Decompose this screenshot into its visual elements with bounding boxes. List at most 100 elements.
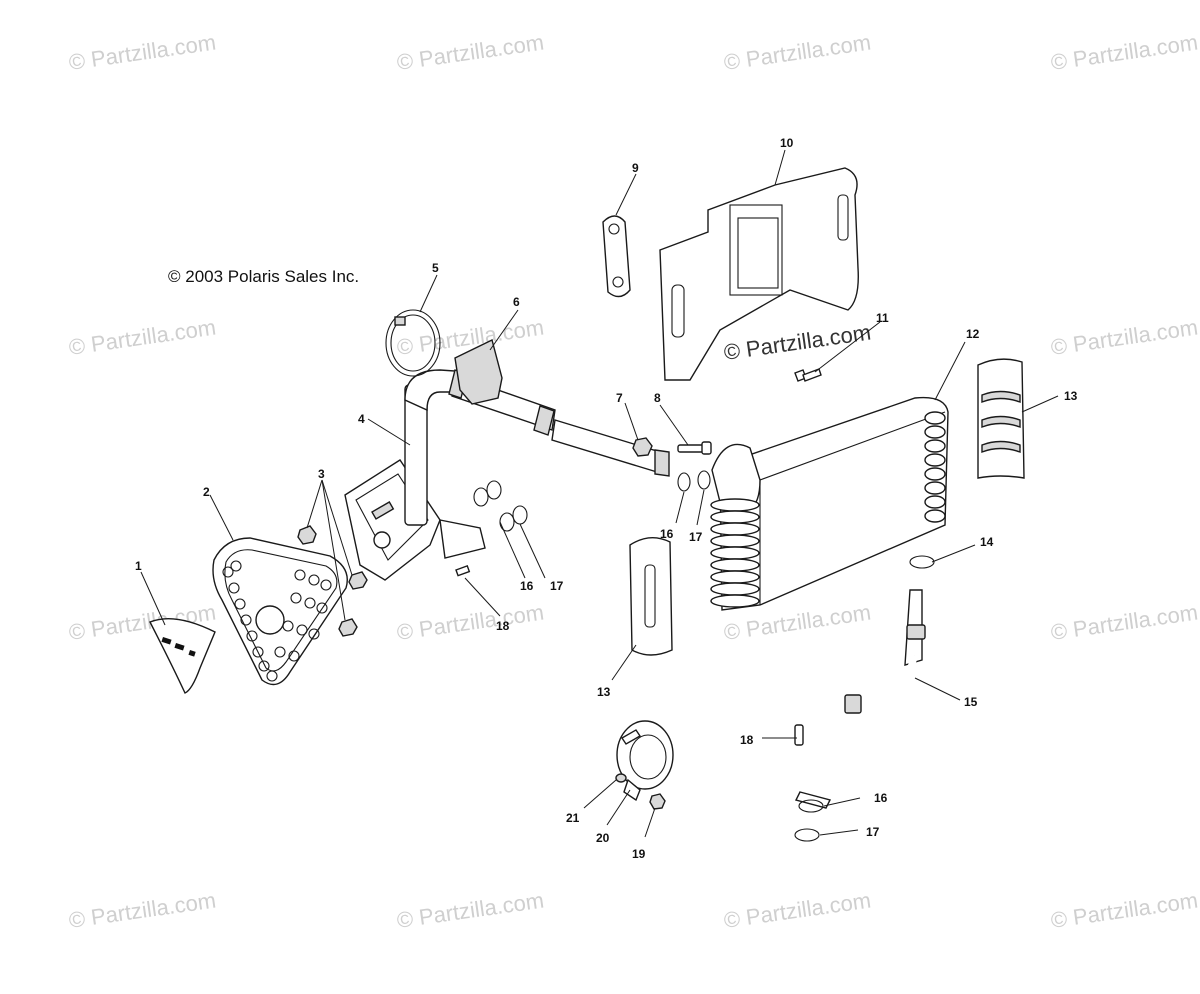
watermark-text: © Partzilla.com bbox=[67, 888, 217, 933]
grille-hole bbox=[240, 614, 252, 626]
callout-3: 3 bbox=[318, 467, 325, 481]
grille-hole bbox=[252, 646, 264, 658]
callout-17-left: 17 bbox=[550, 579, 564, 593]
watermark-text: © Partzilla.com bbox=[395, 30, 545, 75]
grille-hole bbox=[228, 582, 240, 594]
callout-21: 21 bbox=[566, 811, 580, 825]
grille-hole bbox=[258, 660, 270, 672]
grille-hole bbox=[274, 646, 286, 658]
part-18-bolt-left bbox=[455, 564, 471, 577]
callout-14: 14 bbox=[980, 535, 994, 549]
callout-11: 11 bbox=[876, 311, 889, 325]
part-8-bolt bbox=[677, 441, 712, 455]
watermark-text: © Partzilla.com bbox=[1049, 30, 1199, 75]
grille-hole bbox=[288, 650, 300, 662]
watermark-center: © Partzilla.com bbox=[722, 320, 872, 365]
part-17-ring-bottom bbox=[794, 828, 820, 842]
callout-19: 19 bbox=[632, 847, 646, 861]
watermark-text: © Partzilla.com bbox=[67, 315, 217, 360]
part-10-heat-shield bbox=[659, 167, 859, 381]
part-6-cushion bbox=[454, 338, 503, 405]
cooler-fin bbox=[710, 534, 760, 548]
cooler-fins bbox=[710, 498, 760, 608]
part-21-washer bbox=[615, 773, 627, 783]
cooler-fin bbox=[924, 439, 946, 453]
grille-hole bbox=[282, 620, 294, 632]
part-3-clips bbox=[297, 525, 368, 637]
callout-9: 9 bbox=[632, 161, 639, 175]
callout-18-left: 18 bbox=[496, 619, 510, 633]
callout-12: 12 bbox=[966, 327, 980, 341]
callout-18-right: 18 bbox=[740, 733, 754, 747]
part-18-bolt-right bbox=[794, 724, 804, 746]
grille-hole bbox=[304, 597, 316, 609]
callout-8: 8 bbox=[654, 391, 661, 405]
part-20-horn bbox=[616, 720, 674, 802]
part-16-ring-bottom bbox=[798, 799, 824, 813]
cooler-fin bbox=[710, 498, 760, 512]
cooler-fin bbox=[924, 467, 946, 481]
cooler-fin bbox=[710, 558, 760, 572]
part-12-cooler bbox=[710, 396, 949, 611]
cooler-fins-right bbox=[924, 411, 946, 523]
watermark-text: © Partzilla.com bbox=[67, 30, 217, 75]
callout-6: 6 bbox=[513, 295, 520, 309]
part-7-nut bbox=[632, 437, 653, 457]
part-2-grille bbox=[212, 537, 348, 686]
leader-lines bbox=[140, 149, 1059, 838]
callout-15: 15 bbox=[964, 695, 978, 709]
cooler-fin bbox=[710, 594, 760, 608]
part-5-hose-clamp bbox=[385, 309, 441, 377]
part-1-logo-plate bbox=[149, 617, 216, 694]
part-11-bolt bbox=[794, 368, 822, 382]
watermark-text: © Partzilla.com bbox=[1049, 600, 1199, 645]
grille-hole bbox=[230, 560, 242, 572]
watermark-text: © Partzilla.com bbox=[1049, 888, 1199, 933]
cooler-fin bbox=[924, 425, 946, 439]
part-13-cover-left bbox=[629, 537, 673, 656]
watermark-text: © Partzilla.com bbox=[1049, 315, 1199, 360]
cooler-fin bbox=[924, 453, 946, 467]
cooler-fin bbox=[924, 481, 946, 495]
callout-1: 1 bbox=[135, 559, 142, 573]
callout-16-mid: 16 bbox=[660, 527, 674, 541]
part-19-nut bbox=[649, 793, 666, 810]
grille-hole bbox=[316, 602, 328, 614]
callout-2: 2 bbox=[203, 485, 210, 499]
copyright-text: © 2003 Polaris Sales Inc. bbox=[168, 267, 359, 286]
callout-13-right: 13 bbox=[1064, 389, 1078, 403]
grille-hole bbox=[294, 569, 306, 581]
part-4-duct-assembly bbox=[344, 369, 670, 581]
callout-5: 5 bbox=[432, 261, 439, 275]
grille-hole bbox=[308, 628, 320, 640]
callout-17-mid: 17 bbox=[689, 530, 703, 544]
callout-10: 10 bbox=[780, 136, 794, 150]
callout-7: 7 bbox=[616, 391, 623, 405]
cooler-fin bbox=[924, 509, 946, 523]
callout-16-left: 16 bbox=[520, 579, 534, 593]
part-9-link-plate bbox=[602, 215, 631, 298]
grille-holes bbox=[222, 560, 332, 682]
callout-20: 20 bbox=[596, 831, 610, 845]
callout-13-left: 13 bbox=[597, 685, 611, 699]
callout-16-bottom: 16 bbox=[874, 791, 888, 805]
cooler-fin bbox=[924, 495, 946, 509]
callouts: 1 2 3 4 5 6 7 8 9 10 11 12 13 13 14 15 1… bbox=[135, 136, 1078, 861]
callout-17-bottom: 17 bbox=[866, 825, 880, 839]
grille-hole bbox=[320, 579, 332, 591]
watermark-text: © Partzilla.com bbox=[722, 30, 872, 75]
part-15-hose bbox=[794, 589, 926, 809]
cooler-fin bbox=[710, 510, 760, 524]
cooler-fin bbox=[710, 582, 760, 596]
grille-hole bbox=[290, 592, 302, 604]
grille-hole bbox=[222, 566, 234, 578]
grille-hole bbox=[296, 624, 308, 636]
cooler-fin bbox=[924, 411, 946, 425]
callout-4: 4 bbox=[358, 412, 365, 426]
grille-hole bbox=[234, 598, 246, 610]
cooler-fin bbox=[710, 546, 760, 560]
part-14-o-ring bbox=[909, 555, 935, 569]
watermark-text: © Partzilla.com bbox=[722, 888, 872, 933]
watermark-text: © Partzilla.com bbox=[395, 888, 545, 933]
